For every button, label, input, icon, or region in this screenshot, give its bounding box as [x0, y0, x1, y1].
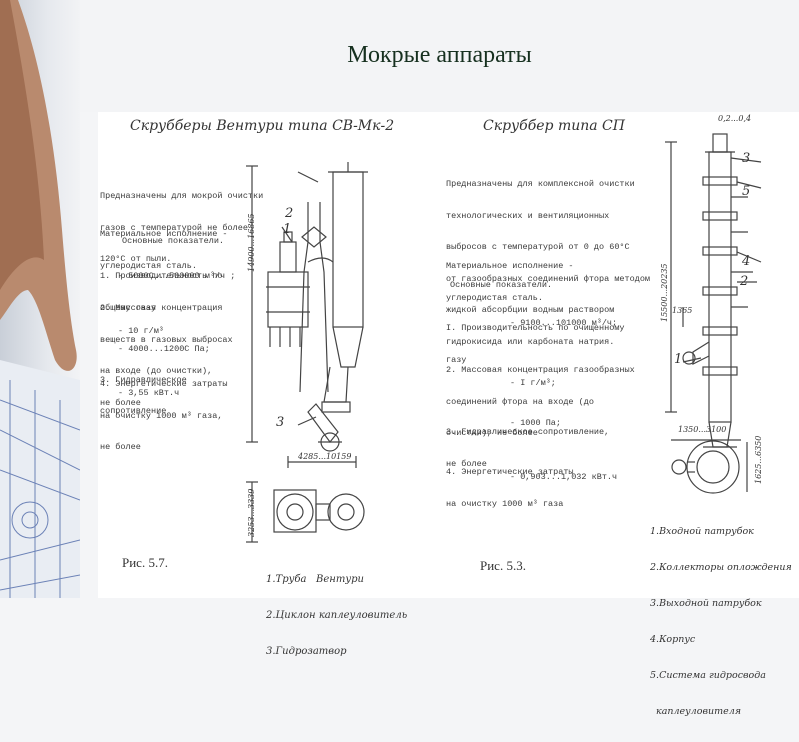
left-param-1: 1. Производительность по общему газу [100, 250, 222, 334]
slide-title: Мокрые аппараты [347, 42, 532, 68]
right-material-line: Материальное исполнение - [446, 261, 574, 271]
right-param-3-value: - 1000 Па; [510, 418, 562, 428]
left-param-2-line: не более [100, 397, 141, 408]
left-label-3: 3 [276, 415, 285, 430]
right-material: Материальное исполнение - углеродистая с… [446, 240, 574, 324]
left-dim-height: 14900...16865 [247, 213, 256, 272]
title-band [80, 0, 799, 112]
right-param-3-line: не более [446, 458, 487, 469]
right-description-line: гидрокисида или карбоната натрия. [446, 336, 615, 347]
right-legend-item: каплеуловителя [650, 706, 742, 717]
right-description: Предназначены для комплексной очистки те… [446, 158, 650, 368]
left-description-line: газов с температурой не более [100, 222, 248, 233]
right-param-1-value: - 9100...101000 м³/ч; [510, 318, 618, 328]
right-param-4: 4. Энергетические затраты на очистку 100… [446, 446, 574, 530]
left-param-1-value: - 5000С...500000 м³/ч ; [118, 271, 236, 281]
left-legend-item: 3.Гидрозатвор [266, 646, 347, 657]
left-label-1: 1 [283, 222, 292, 237]
left-param-4-line: 4. Энергетические затраты [100, 379, 228, 389]
right-param-4-value: - 0,903...1,032 кВт.ч [510, 472, 618, 482]
scanned-drawing-sheet: Скрубберы Вентури типа СВ-Мк-2 Предназна… [98, 112, 799, 717]
right-dim-plan-width: 1350...3100 [678, 425, 727, 434]
left-param-2: 2. Массовая концентрация веществ в газов… [100, 282, 233, 429]
left-param-4-value: - 3,55 кВт.ч [118, 388, 180, 398]
right-description-line: Предназначены для комплексной очистки [446, 179, 635, 189]
left-legend: 1.Труба Вентури 2.Циклон каплеуловитель … [266, 550, 407, 682]
right-dim-small: 1365 [672, 306, 693, 315]
left-param-4-line: не более [100, 442, 141, 452]
right-label-1: 1 [674, 352, 683, 367]
right-param-3: 3. Гидравлическое сопротивление, не боле… [446, 406, 609, 490]
sp-scrubber-drawing [665, 133, 762, 494]
left-heading: Скрубберы Вентури типа СВ-Мк-2 [130, 118, 395, 134]
left-param-3-line: сопротивление [100, 406, 167, 416]
right-description-line: выбросов с температурой от 0 до 60°С [446, 242, 630, 252]
right-dim-height: 15500...20235 [660, 263, 669, 322]
left-material-line: углеродистая сталь. [100, 260, 197, 271]
right-figure-caption: Рис. 5.3. [480, 558, 526, 573]
right-param-2-line: очистки), не более [446, 428, 538, 438]
right-param-1: I. Производительность по очищенному газу [446, 302, 625, 386]
right-param-2: 2. Массовая концентрация газообразных со… [446, 344, 635, 460]
left-description-line: 120°С от пыли. [100, 254, 172, 264]
left-label-2: 2 [285, 206, 294, 221]
right-param-1-line: I. Производительность по очищенному [446, 323, 625, 333]
left-param-4: 4. Энергетические затраты на очистку 100… [100, 358, 228, 474]
venturi-scrubber-drawing [246, 162, 368, 543]
right-param-1-line: газу [446, 354, 467, 365]
left-legend-item: 2.Циклон каплеуловитель [266, 610, 408, 621]
left-param-1-line: 1. Производительность по [100, 271, 223, 281]
right-dim-top: 0,2...0,4 [718, 114, 752, 123]
right-description-line: технологических и вентиляционных [446, 210, 610, 221]
right-label-3: 3 [742, 151, 751, 166]
right-label-4: 4 [742, 254, 751, 269]
hand-photo-background [0, 0, 80, 598]
left-param-2-line: 2. Массовая концентрация [100, 303, 223, 313]
right-param-2-line: соединений фтора на входе (до [446, 396, 594, 407]
right-legend-item: 2.Коллекторы оплождения [650, 562, 792, 573]
left-params-heading: Основные показатели. [122, 236, 225, 246]
right-material-line: углеродистая сталь. [446, 292, 543, 303]
right-legend-item: 4.Корпус [650, 634, 696, 645]
left-param-2-line: на входе (до очистки), [100, 366, 213, 376]
right-param-3-line: 3. Гидравлическое сопротивление, [446, 427, 610, 437]
right-label-2: 2 [740, 274, 749, 289]
left-param-4-line: на очистку 1000 м³ газа, [100, 410, 223, 421]
right-param-4-line: 4. Энергетические затраты [446, 467, 574, 477]
right-param-2-value: - I г/м³; [510, 378, 556, 388]
left-description-line: Предназначены для мокрой очистки [100, 191, 264, 201]
left-legend-item: 1.Труба Вентури [266, 574, 364, 585]
right-legend-item: 3.Выходной патрубок [650, 598, 762, 609]
right-description-line: жидкой абсорбции водным раствором [446, 305, 615, 315]
right-legend: 1.Входной патрубок 2.Коллекторы опложден… [650, 502, 792, 742]
right-params-heading: Основные показатели. [450, 280, 553, 290]
left-figure-caption: Рис. 5.7. [122, 555, 168, 570]
left-param-3-value: - 4000...1200С Па; [118, 344, 210, 354]
right-param-2-line: 2. Массовая концентрация газообразных [446, 365, 635, 375]
right-param-4-line: на очистку 1000 м³ газа [446, 498, 564, 509]
left-dim-plan: 3253...3339 [247, 488, 256, 537]
right-heading: Скруббер типа СП [483, 118, 625, 134]
right-dim-plan-height: 1625...6350 [754, 435, 763, 484]
left-param-2-value: - 10 г/м³ [118, 326, 164, 336]
right-legend-item: 1.Входной патрубок [650, 526, 754, 537]
left-material-line: Материальное исполнение - [100, 229, 228, 239]
left-material: Материальное исполнение - углеродистая с… [100, 208, 228, 292]
left-param-3: 3. Гидравлическое сопротивление [100, 322, 187, 438]
left-param-1-line: общему газу [100, 302, 157, 313]
right-label-5: 5 [742, 184, 751, 199]
hand-blueprint-illustration [0, 0, 80, 598]
left-param-3-line: 3. Гидравлическое [100, 374, 187, 385]
right-legend-item: 5.Система гидросвода [650, 670, 766, 681]
left-param-2-line: веществ в газовых выбросах [100, 334, 233, 345]
left-dim-width: 4285...10159 [298, 452, 352, 461]
left-description: Предназначены для мокрой очистки газов с… [100, 170, 263, 286]
right-description-line: от газообразных соединений фтора методом [446, 273, 651, 284]
